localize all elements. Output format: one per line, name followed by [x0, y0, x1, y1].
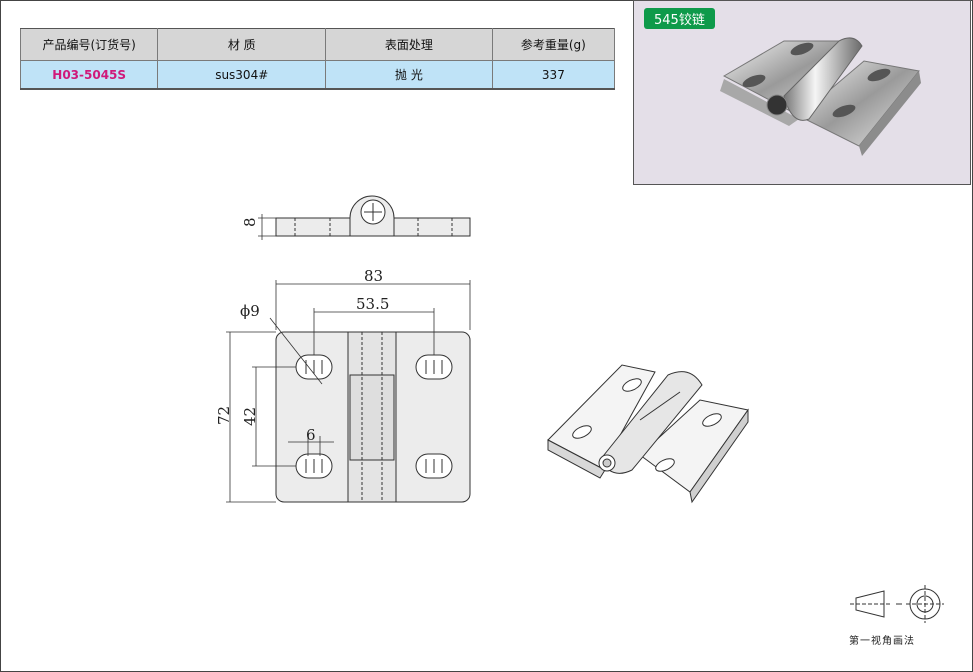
dim-hole-diameter: ϕ9 [240, 302, 260, 320]
header-weight: 参考重量(g) [491, 28, 616, 61]
cell-product-code: H03-5045S [19, 60, 159, 90]
dim-thickness: 8 [241, 217, 259, 227]
dim-hole-spacing-v: 42 [241, 407, 259, 426]
dim-hole-spacing-h: 53.5 [356, 295, 389, 313]
spec-table: 产品编号(订货号) 材 质 表面处理 参考重量(g) H03-5045S sus… [19, 28, 616, 90]
dim-height: 72 [215, 406, 233, 425]
dim-width: 83 [364, 267, 383, 285]
cell-surface: 抛 光 [325, 60, 493, 90]
dim-slot: 6 [306, 426, 316, 444]
cell-weight: 337 [491, 60, 616, 90]
first-angle-projection-symbol [850, 585, 944, 623]
header-product-code: 产品编号(订货号) [19, 28, 159, 61]
product-photo: 545铰链 [633, 0, 971, 185]
cell-material: sus304# [157, 60, 327, 90]
hinge-photo-illustration [720, 37, 921, 156]
header-material: 材 质 [157, 28, 327, 61]
isometric-view [547, 364, 749, 504]
spec-header-row: 产品编号(订货号) 材 质 表面处理 参考重量(g) [19, 28, 616, 61]
photo-badge: 545铰链 [644, 8, 715, 29]
dimension-lines [226, 280, 471, 503]
projection-method-label: 第一视角画法 [849, 636, 915, 647]
spec-data-row: H03-5045S sus304# 抛 光 337 [19, 60, 616, 90]
front-view [275, 331, 471, 503]
top-view [258, 195, 471, 240]
